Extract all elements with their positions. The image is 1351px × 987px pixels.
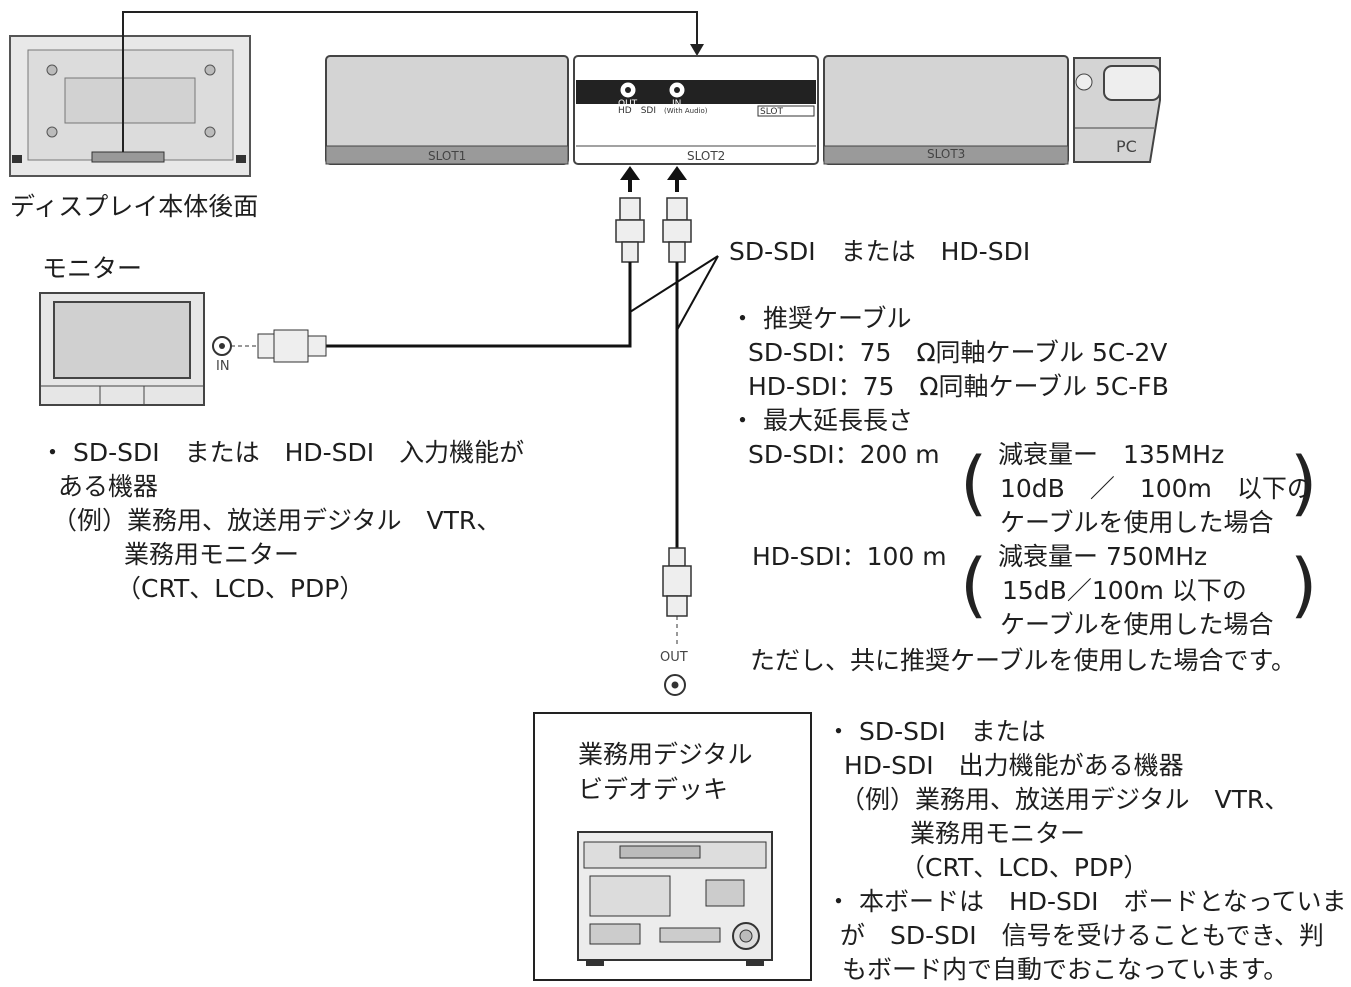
sd-max-length: SD-SDI：200 m bbox=[748, 440, 940, 469]
arrow-up-icon bbox=[620, 166, 640, 180]
board-out-label: OUT bbox=[618, 99, 638, 109]
deck-desc-line: が SD-SDI 信号を受けることもでき、判 bbox=[840, 921, 1324, 950]
bnc-plug-right bbox=[662, 197, 692, 263]
board-hd-sdi-label: HD SDI bbox=[618, 106, 656, 116]
slot3-board bbox=[823, 55, 1069, 165]
monitor-desc-line: （CRT、LCD、PDP） bbox=[116, 574, 365, 603]
signal-label: SD-SDI または HD-SDI bbox=[729, 237, 1031, 266]
slot2-label: SLOT2 bbox=[687, 149, 726, 163]
deck-desc-line: 業務用モニター bbox=[910, 819, 1086, 848]
hd-cable-spec: HD-SDI：75 Ω同軸ケーブル 5C-FB bbox=[748, 372, 1169, 401]
sd-cond-open-paren: ( bbox=[960, 442, 988, 524]
sd-condition-line: 減衰量ー 135MHz bbox=[998, 440, 1225, 469]
deck-desc-line: ・ SD-SDI または bbox=[826, 717, 1046, 746]
hd-condition-line: 減衰量ー 750MHz bbox=[998, 542, 1208, 571]
pc-label: PC bbox=[1116, 137, 1137, 156]
bnc-plug-deck bbox=[662, 547, 692, 617]
hd-cond-open-paren: ( bbox=[960, 544, 988, 626]
monitor-title: モニター bbox=[42, 254, 143, 283]
board-with-audio-label: (With Audio) bbox=[664, 107, 708, 115]
deck-desc-line: もボード内で自動でおこなっています。 bbox=[842, 955, 1289, 984]
sd-cond-close-paren: ) bbox=[1290, 442, 1318, 524]
monitor-desc-line: 業務用モニター bbox=[124, 540, 300, 569]
sd-condition-line: 10dB ／ 100m 以下の bbox=[1000, 474, 1312, 503]
monitor-device bbox=[39, 292, 327, 406]
display-to-slot2-line bbox=[122, 11, 698, 152]
slot1-label: SLOT1 bbox=[428, 149, 467, 163]
sd-condition-line: ケーブルを使用した場合 bbox=[1000, 508, 1274, 537]
arrow-up-icon bbox=[667, 166, 687, 180]
recommended-note: ただし、共に推奨ケーブルを使用した場合です。 bbox=[750, 646, 1297, 675]
slot2-board bbox=[573, 55, 819, 165]
deck-desc-line: ・ 本ボードは HD-SDI ボードとなっていま bbox=[826, 887, 1347, 916]
monitor-in-label: IN bbox=[216, 359, 230, 374]
arrow-down-icon bbox=[690, 44, 704, 56]
deck-desc-line: （CRT、LCD、PDP） bbox=[900, 853, 1149, 882]
hd-max-length: HD-SDI：100 m bbox=[752, 542, 947, 571]
bnc-plug-left bbox=[615, 197, 645, 263]
cable-to-monitor bbox=[326, 262, 632, 348]
monitor-desc-line: （例）業務用、放送用デジタル VTR、 bbox=[52, 506, 502, 535]
board-in-label: IN bbox=[672, 99, 682, 109]
monitor-desc-line: ある機器 bbox=[58, 472, 159, 501]
slot3-label: SLOT3 bbox=[927, 147, 966, 161]
pc-board bbox=[1073, 57, 1161, 163]
hd-cond-close-paren: ) bbox=[1290, 544, 1318, 626]
deck-title-line: ビデオデッキ bbox=[578, 775, 729, 804]
recommended-cable-title: ・ 推奨ケーブル bbox=[730, 304, 912, 333]
sd-cable-spec: SD-SDI：75 Ω同軸ケーブル 5C-2V bbox=[748, 338, 1168, 367]
deck-desc-line: （例）業務用、放送用デジタル VTR、 bbox=[840, 785, 1290, 814]
deck-out-label: OUT bbox=[660, 650, 688, 665]
deck-title-line: 業務用デジタル bbox=[578, 740, 753, 769]
max-length-title: ・ 最大延長長さ bbox=[730, 406, 913, 435]
deck-desc-line: HD-SDI 出力機能がある機器 bbox=[844, 751, 1184, 780]
monitor-desc-line: ・ SD-SDI または HD-SDI 入力機能が bbox=[40, 438, 525, 467]
display-rear-panel bbox=[9, 35, 251, 177]
video-deck-device bbox=[577, 831, 773, 966]
board-slot-marker: SLOT bbox=[760, 107, 783, 117]
slot1-board bbox=[325, 55, 569, 165]
hd-condition-line: ケーブルを使用した場合 bbox=[1000, 610, 1274, 639]
hd-condition-line: 15dB／100m 以下の bbox=[1002, 576, 1247, 605]
display-rear-label: ディスプレイ本体後面 bbox=[10, 192, 259, 221]
